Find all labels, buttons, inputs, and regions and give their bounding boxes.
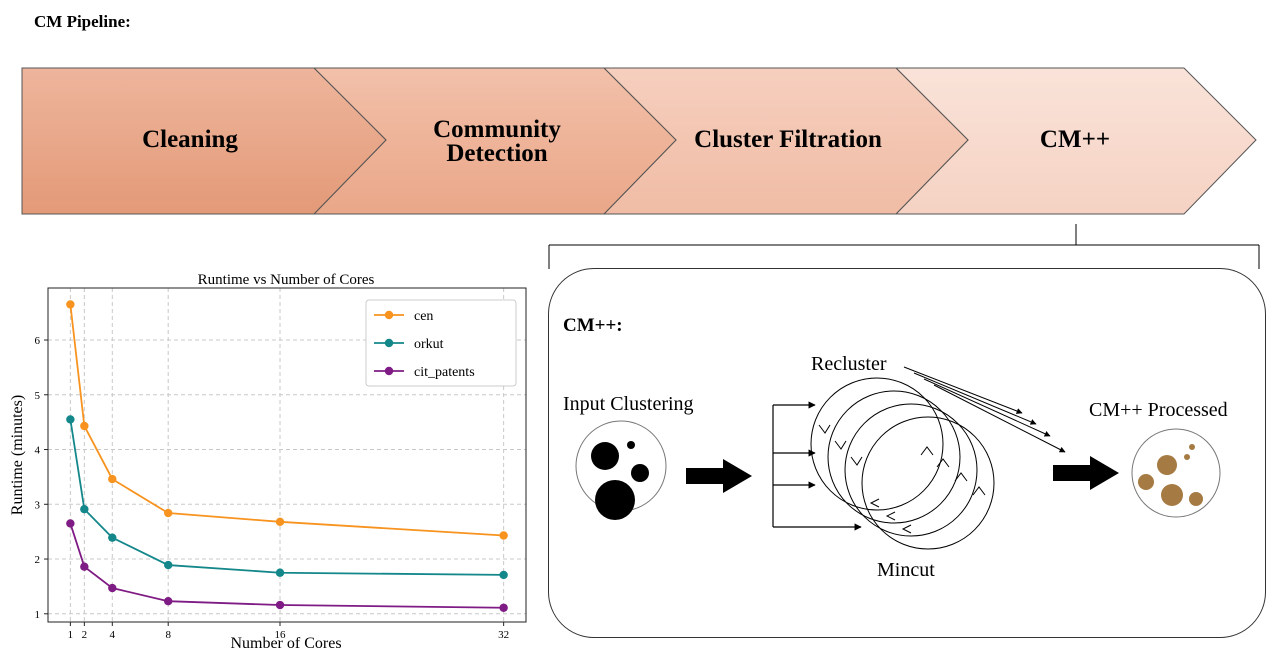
series-line-orkut bbox=[69, 419, 504, 576]
chart-legend: cen orkut cit_patents bbox=[365, 299, 517, 387]
data-point-cen bbox=[163, 508, 173, 518]
data-point-orkut bbox=[275, 568, 285, 577]
x-tick-label: 8 bbox=[165, 629, 171, 641]
data-point-cit_patents bbox=[108, 583, 117, 593]
recluster-mincut-cycle-icon bbox=[810, 377, 995, 550]
series-line-cen bbox=[69, 304, 504, 537]
bracket-connector bbox=[548, 224, 1260, 269]
plot-area bbox=[47, 287, 527, 623]
x-tick-label: 2 bbox=[82, 629, 88, 641]
y-axis-label: Runtime (minutes) bbox=[9, 395, 26, 515]
data-point-cen bbox=[80, 421, 89, 431]
series-line-cit_patents bbox=[69, 523, 504, 609]
stage-1-label: Cleaning bbox=[142, 126, 238, 153]
y-tick-label: 4 bbox=[35, 445, 41, 457]
y-tick-label: 6 bbox=[35, 335, 41, 347]
stage-3-label: Cluster Filtration bbox=[694, 126, 882, 153]
data-point-orkut bbox=[66, 415, 75, 424]
data-point-cit_patents bbox=[163, 596, 173, 606]
output-label: CM++ Processed bbox=[1089, 399, 1228, 421]
input-clustering-icon bbox=[575, 420, 667, 520]
legend-label-orkut: orkut bbox=[414, 337, 444, 352]
y-tick-label: 1 bbox=[35, 609, 41, 621]
panel-title: CM++: bbox=[563, 315, 623, 336]
page-title: CM Pipeline: bbox=[34, 12, 131, 31]
data-point-cen bbox=[108, 474, 117, 484]
stage-1-shape bbox=[21, 67, 387, 215]
data-point-orkut bbox=[108, 533, 117, 542]
x-tick-label: 4 bbox=[110, 629, 116, 641]
data-point-cit_patents bbox=[80, 562, 89, 571]
data-point-cen bbox=[499, 531, 508, 540]
legend-box bbox=[365, 299, 517, 387]
data-point-cit_patents bbox=[275, 600, 285, 610]
legend-marker-cit_patents bbox=[384, 366, 394, 376]
recluster-label: Recluster bbox=[811, 353, 887, 375]
stage-4-label: CM++ bbox=[1039, 126, 1111, 153]
x-tick-label: 1 bbox=[68, 629, 74, 641]
data-point-orkut bbox=[163, 560, 173, 570]
cm-panel: CM++: Input Clustering Recluster Mincut … bbox=[548, 268, 1266, 638]
y-tick-label: 3 bbox=[35, 499, 41, 511]
data-point-cit_patents bbox=[499, 603, 508, 612]
data-point-orkut bbox=[80, 505, 89, 514]
x-tick-label: 16 bbox=[275, 629, 287, 641]
legend-marker-orkut bbox=[384, 338, 394, 348]
feed-arrows-icon bbox=[772, 401, 862, 531]
y-tick-label: 2 bbox=[35, 554, 41, 566]
x-tick-label: 32 bbox=[498, 629, 509, 641]
stage-2-label: Community Detection bbox=[433, 116, 561, 167]
input-clustering-label: Input Clustering bbox=[563, 393, 694, 415]
pipeline-flow bbox=[21, 67, 1257, 215]
process-arrow-icon bbox=[686, 459, 752, 493]
output-arrows-icon bbox=[903, 366, 1066, 453]
data-point-cen bbox=[66, 300, 75, 309]
y-tick-label: 5 bbox=[35, 390, 41, 402]
chart-title: Runtime vs Number of Cores bbox=[198, 272, 375, 288]
data-point-cen bbox=[275, 517, 285, 526]
processed-clustering-icon bbox=[1131, 428, 1221, 518]
cm-diagram bbox=[575, 366, 1221, 550]
mincut-label: Mincut bbox=[877, 559, 935, 581]
x-axis-label: Number of Cores bbox=[230, 635, 341, 652]
data-point-cit_patents bbox=[66, 519, 75, 528]
legend-label-cit_patents: cit_patents bbox=[414, 365, 475, 380]
legend-marker-cen bbox=[384, 310, 394, 320]
data-point-orkut bbox=[499, 570, 508, 580]
result-arrow-icon bbox=[1053, 456, 1119, 490]
legend-label-cen: cen bbox=[414, 309, 433, 324]
